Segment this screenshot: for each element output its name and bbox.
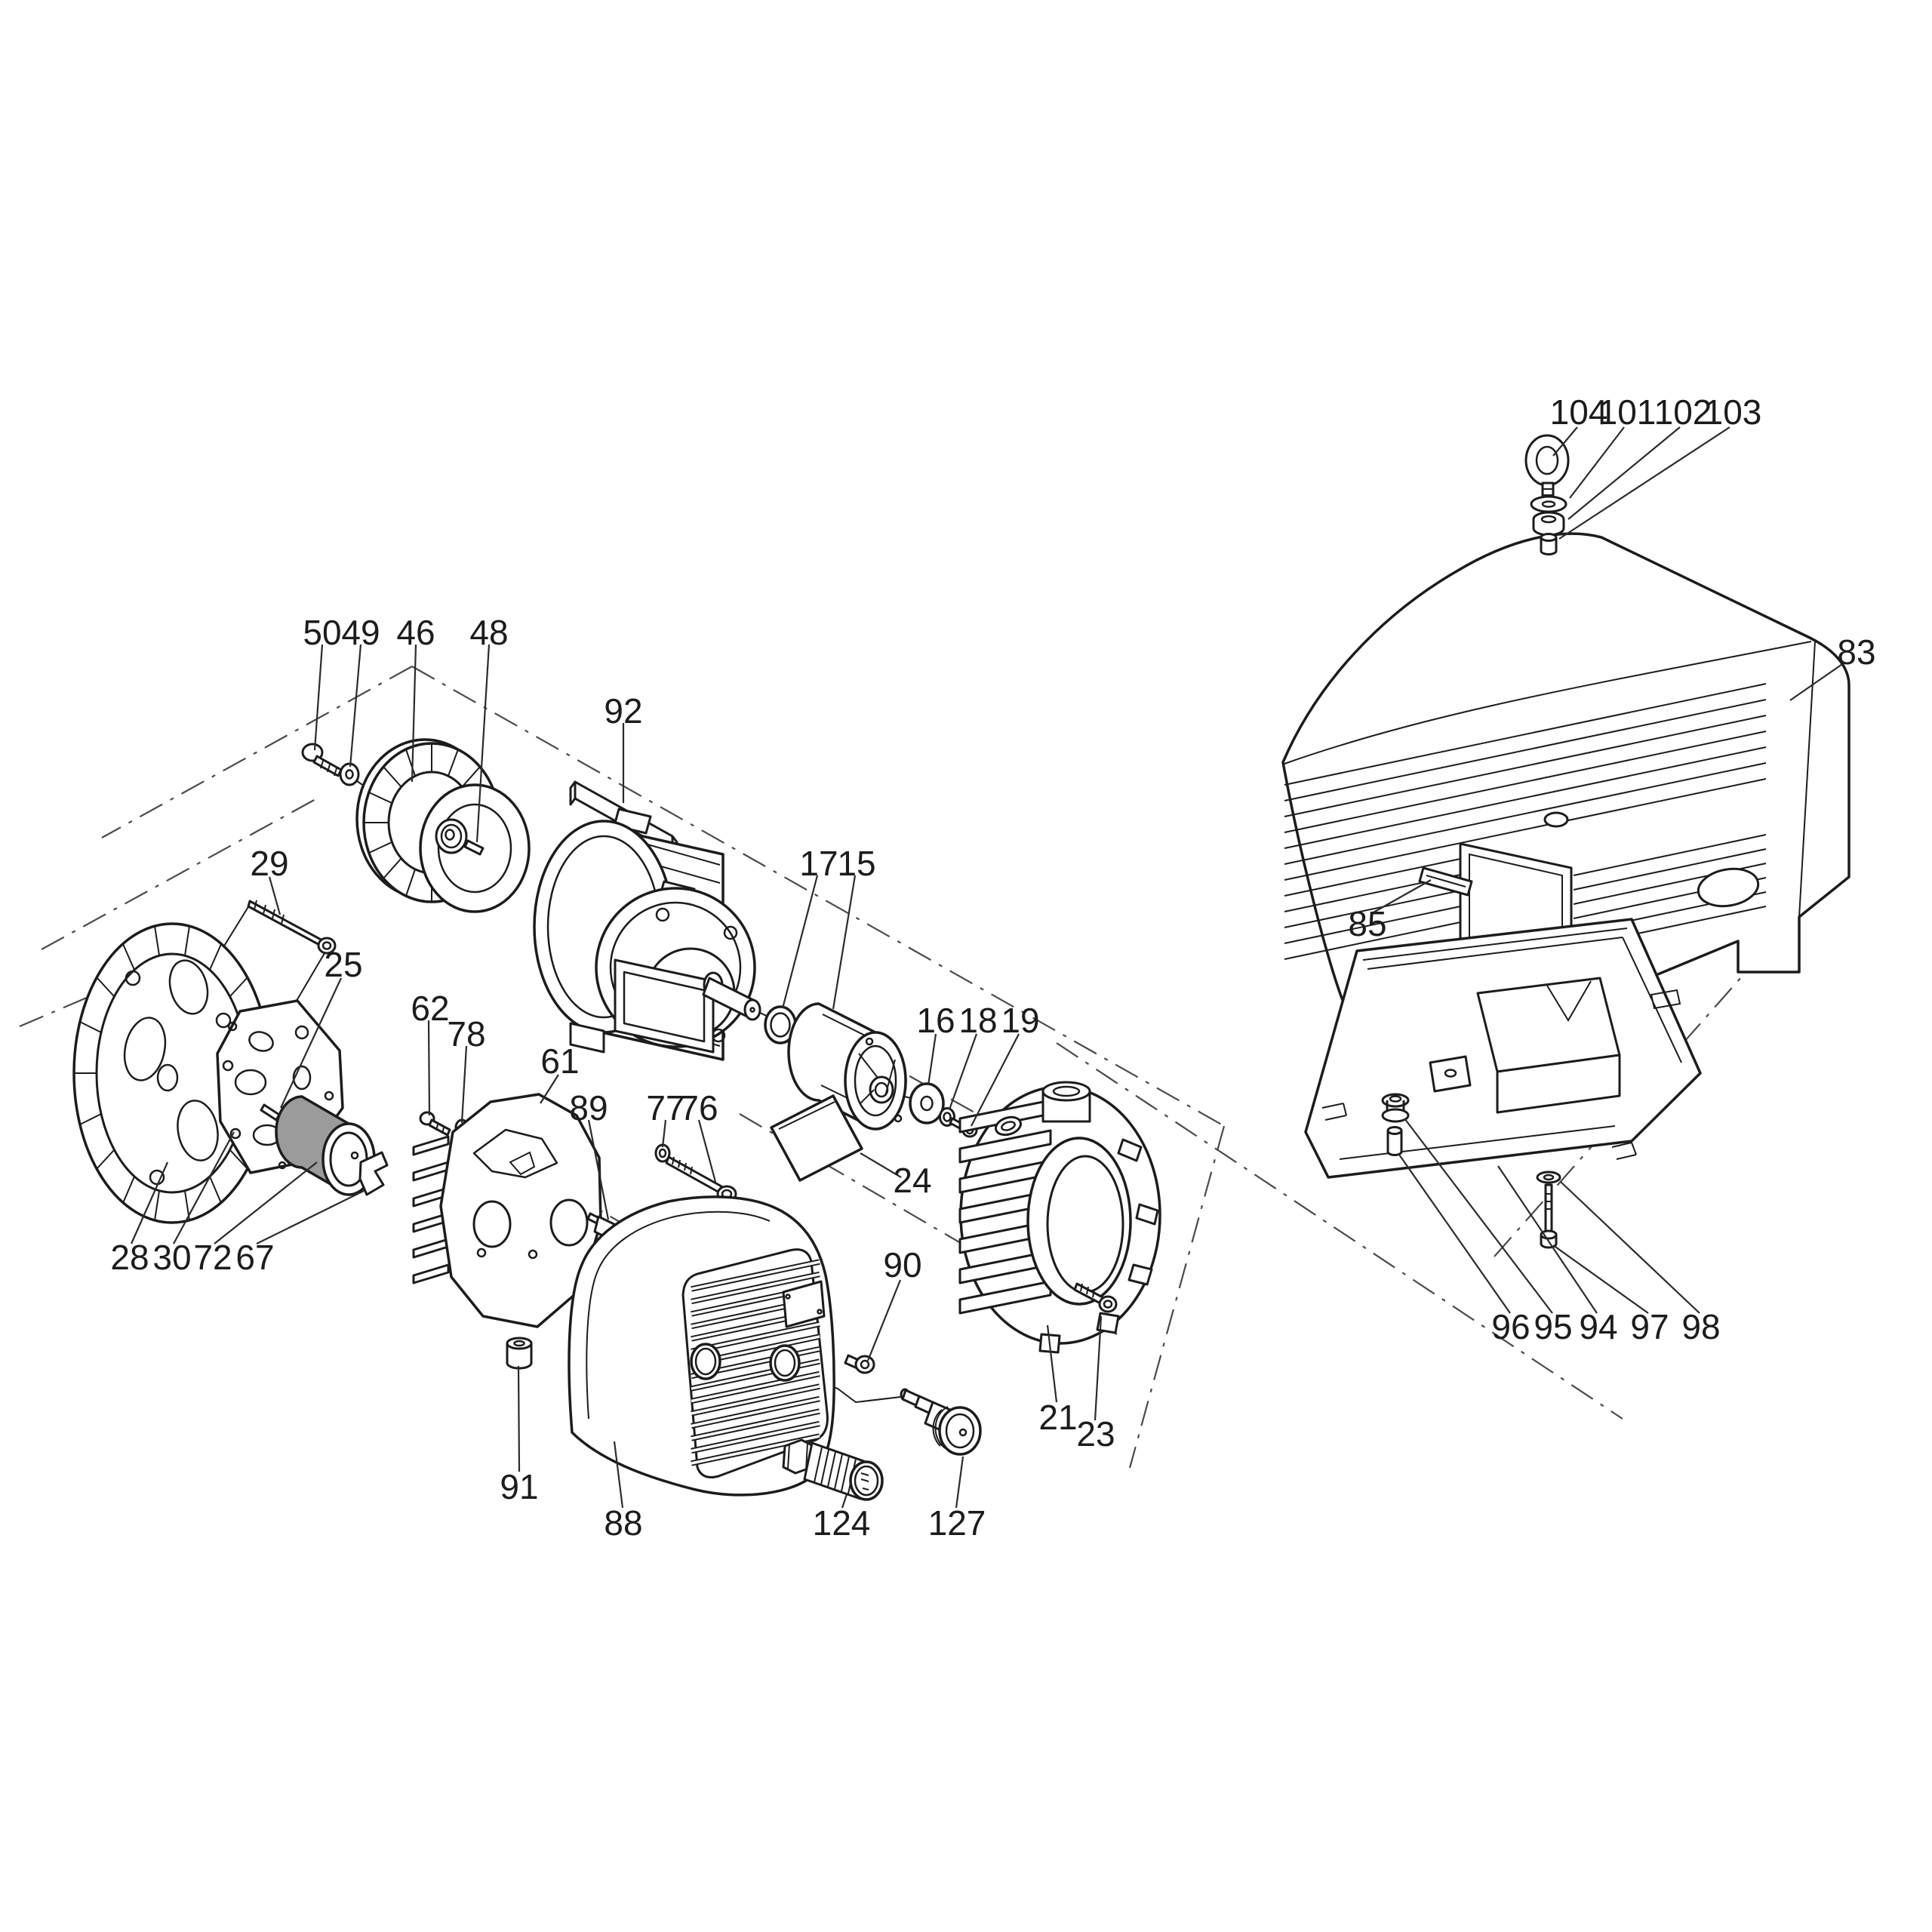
eyebolt-hole xyxy=(1543,811,1569,828)
fan-washer-49 xyxy=(339,762,360,786)
leader-lines xyxy=(130,426,1845,1509)
callout-labels: 50 49 46 48 92 29 25 62 78 61 89 77 76 1… xyxy=(110,392,1875,1543)
spacer-sleeve-103 xyxy=(1540,533,1558,555)
callout-18: 18 xyxy=(958,1001,997,1040)
screw-90 xyxy=(844,1354,875,1374)
washer-98 xyxy=(1536,1171,1561,1184)
callout-30: 30 xyxy=(152,1238,191,1277)
plate-24 xyxy=(770,1094,863,1182)
oil-plug-127 xyxy=(900,1388,982,1456)
callout-29: 29 xyxy=(250,844,288,883)
callout-103: 103 xyxy=(1704,392,1762,432)
filter-element-72 xyxy=(275,1095,376,1196)
callout-25: 25 xyxy=(324,945,362,984)
fan-key-slot-48 xyxy=(463,839,485,856)
rating-plate xyxy=(782,1280,826,1328)
bolt-23 xyxy=(1073,1282,1118,1313)
callout-23: 23 xyxy=(1076,1414,1115,1454)
motor-14 xyxy=(533,808,761,1061)
callout-127: 127 xyxy=(928,1503,986,1543)
rubber-grommet-102 xyxy=(1532,511,1565,537)
callout-72: 72 xyxy=(193,1238,232,1277)
callout-91: 91 xyxy=(500,1467,538,1506)
pump-housing-21 xyxy=(958,1081,1161,1354)
callout-88: 88 xyxy=(604,1503,642,1543)
stud-bolt-76 xyxy=(665,1155,737,1203)
callout-48: 48 xyxy=(469,613,508,652)
washer-16 xyxy=(909,1082,945,1124)
callout-94: 94 xyxy=(1579,1307,1617,1346)
intake-silencer-124 xyxy=(782,1438,884,1501)
stator-core-15 xyxy=(787,1002,907,1131)
callout-15: 15 xyxy=(837,844,875,883)
pin-25 xyxy=(260,1103,281,1121)
callout-97: 97 xyxy=(1630,1307,1669,1346)
fan-wheel-46 xyxy=(355,738,531,913)
oval-hole xyxy=(1697,867,1760,908)
callout-98: 98 xyxy=(1681,1307,1720,1346)
callout-19: 19 xyxy=(1001,1001,1039,1040)
callout-101: 101 xyxy=(1598,392,1657,432)
callout-50: 50 xyxy=(303,613,341,652)
grommet-95 xyxy=(1381,1093,1410,1123)
callout-89: 89 xyxy=(569,1088,608,1128)
callout-49: 49 xyxy=(341,613,380,652)
pump-cover-61 xyxy=(412,1093,602,1328)
retaining-clip-67 xyxy=(350,1151,389,1196)
callout-83: 83 xyxy=(1837,632,1875,672)
callout-28: 28 xyxy=(110,1238,149,1277)
screw-62 xyxy=(419,1111,451,1137)
callout-124: 124 xyxy=(813,1503,871,1543)
clip-85 xyxy=(1418,866,1473,897)
callout-67: 67 xyxy=(235,1238,274,1277)
fan-screw-50 xyxy=(301,743,343,777)
callout-24: 24 xyxy=(893,1161,931,1200)
callout-77: 77 xyxy=(646,1088,685,1128)
washer-101 xyxy=(1530,495,1567,513)
callout-102: 102 xyxy=(1654,392,1712,432)
front-cover-88 xyxy=(568,1195,835,1497)
base-plate-94 xyxy=(1304,918,1702,1179)
callout-92: 92 xyxy=(604,691,642,731)
bolt-97 xyxy=(1540,1183,1558,1249)
callout-16: 16 xyxy=(916,1001,955,1040)
bushing-91 xyxy=(506,1337,533,1370)
callout-85: 85 xyxy=(1348,904,1386,943)
callout-17: 17 xyxy=(799,844,838,883)
callout-104: 104 xyxy=(1550,392,1608,432)
callout-61: 61 xyxy=(540,1041,579,1081)
tie-bolt-29 xyxy=(247,900,337,955)
callout-76: 76 xyxy=(679,1088,718,1128)
spacer-96 xyxy=(1386,1126,1403,1156)
callout-21: 21 xyxy=(1038,1398,1077,1437)
callout-96: 96 xyxy=(1491,1307,1530,1346)
callout-90: 90 xyxy=(883,1245,921,1284)
callout-78: 78 xyxy=(447,1014,485,1054)
callout-46: 46 xyxy=(396,613,435,652)
callout-62: 62 xyxy=(411,989,449,1028)
callout-95: 95 xyxy=(1534,1307,1572,1346)
